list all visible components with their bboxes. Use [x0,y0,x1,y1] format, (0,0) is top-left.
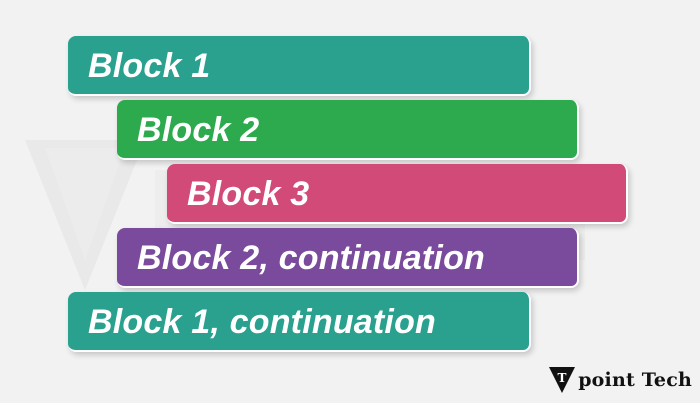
logo-mark-letter: T [558,371,567,385]
block-3: Block 3 [167,164,628,224]
tpoint-tech-logo: T point Tech [549,367,692,393]
tpoint-logo-icon: T [549,367,576,393]
block-1: Block 1 [68,36,531,96]
block-2-continuation: Block 2, continuation [117,228,579,288]
block-1-continuation: Block 1, continuation [68,292,531,352]
block-2: Block 2 [117,100,579,160]
logo-text: point Tech [578,369,692,391]
